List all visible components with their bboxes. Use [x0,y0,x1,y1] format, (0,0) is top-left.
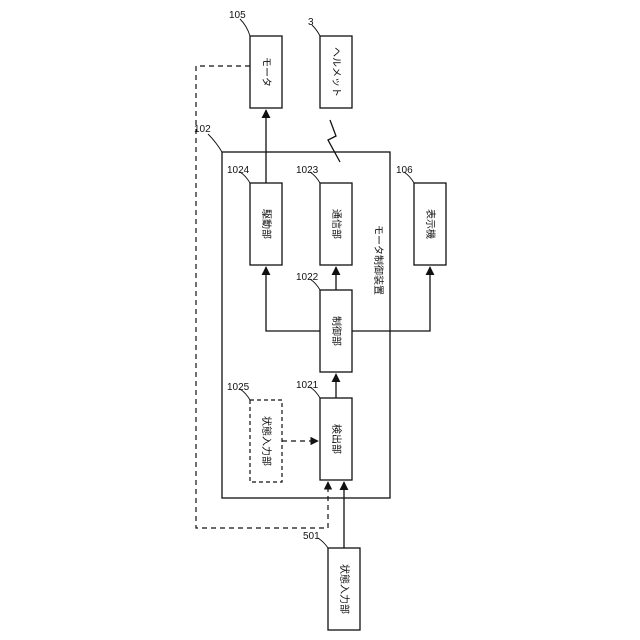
display-ref-number: 106 [396,165,413,176]
drive-ref-number: 1024 [227,165,250,176]
external-state-ref-number: 501 [303,531,320,542]
helmet-label: ヘルメット [330,47,341,97]
control-unit-label: 制御部 [330,316,343,346]
helmet-ref-number: 3 [308,17,314,28]
drive-unit-label: 駆動部 [260,209,273,239]
internal-state-input-label: 状態入力部 [260,416,273,466]
internal-state-ref-number: 1025 [227,382,250,393]
motor-ref-leader [240,19,250,36]
external-state-input-label: 状態入力部 [338,564,351,614]
control-to-display-arrow [352,267,430,331]
detection-unit-label: 検出部 [330,424,343,454]
communication-unit-label: 通信部 [330,209,343,239]
motor-control-device-label: モータ制御装置 [372,225,385,295]
device-ref-leader [208,134,222,152]
detect-ref-number: 1021 [296,380,319,391]
control-ref-number: 1022 [296,272,319,283]
motor-ref-number: 105 [229,10,246,21]
display-label: 表示機 [424,209,437,239]
comm-ref-number: 1023 [296,165,319,176]
motor-control-device-frame [222,152,390,498]
motor-label: モータ [260,57,272,87]
wireless-link-icon [328,120,340,162]
